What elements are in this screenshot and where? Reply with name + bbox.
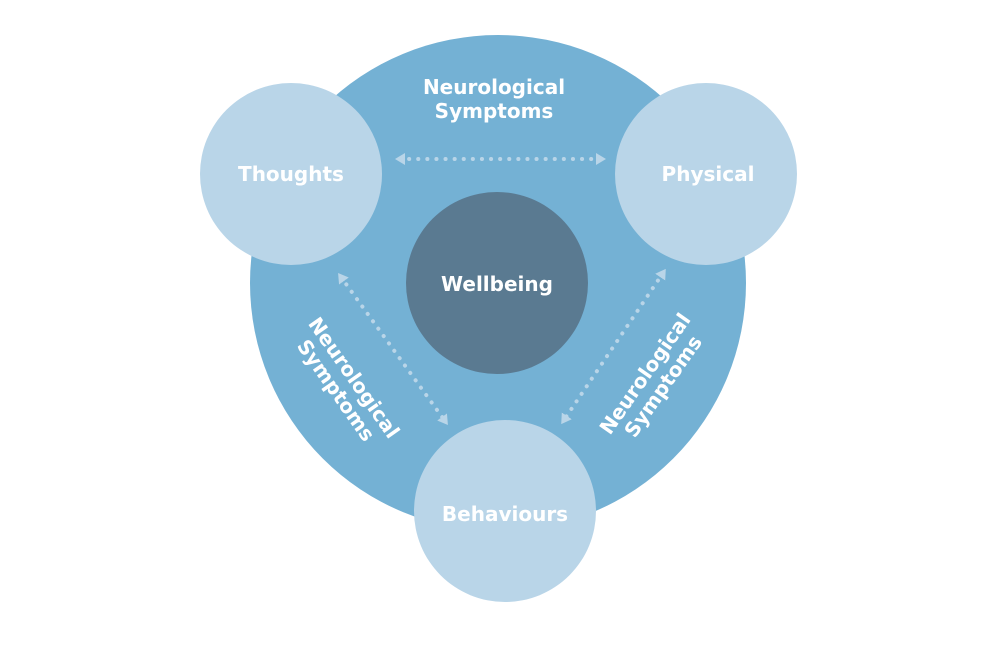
physical-label: Physical — [662, 162, 755, 186]
arrow-physical-behaviours — [561, 268, 666, 425]
behaviours-circle — [414, 420, 596, 602]
behaviours-label: Behaviours — [442, 502, 568, 526]
physical-circle — [615, 83, 797, 265]
wellbeing-label: Wellbeing — [441, 272, 553, 296]
relation-label-top: Neurological Symptoms — [423, 75, 565, 123]
thoughts-circle — [200, 83, 382, 265]
relation-top-line1: Neurological — [423, 75, 565, 99]
relation-top-line2: Symptoms — [435, 99, 554, 123]
thoughts-label: Thoughts — [238, 162, 344, 186]
wellbeing-circle — [406, 192, 588, 374]
